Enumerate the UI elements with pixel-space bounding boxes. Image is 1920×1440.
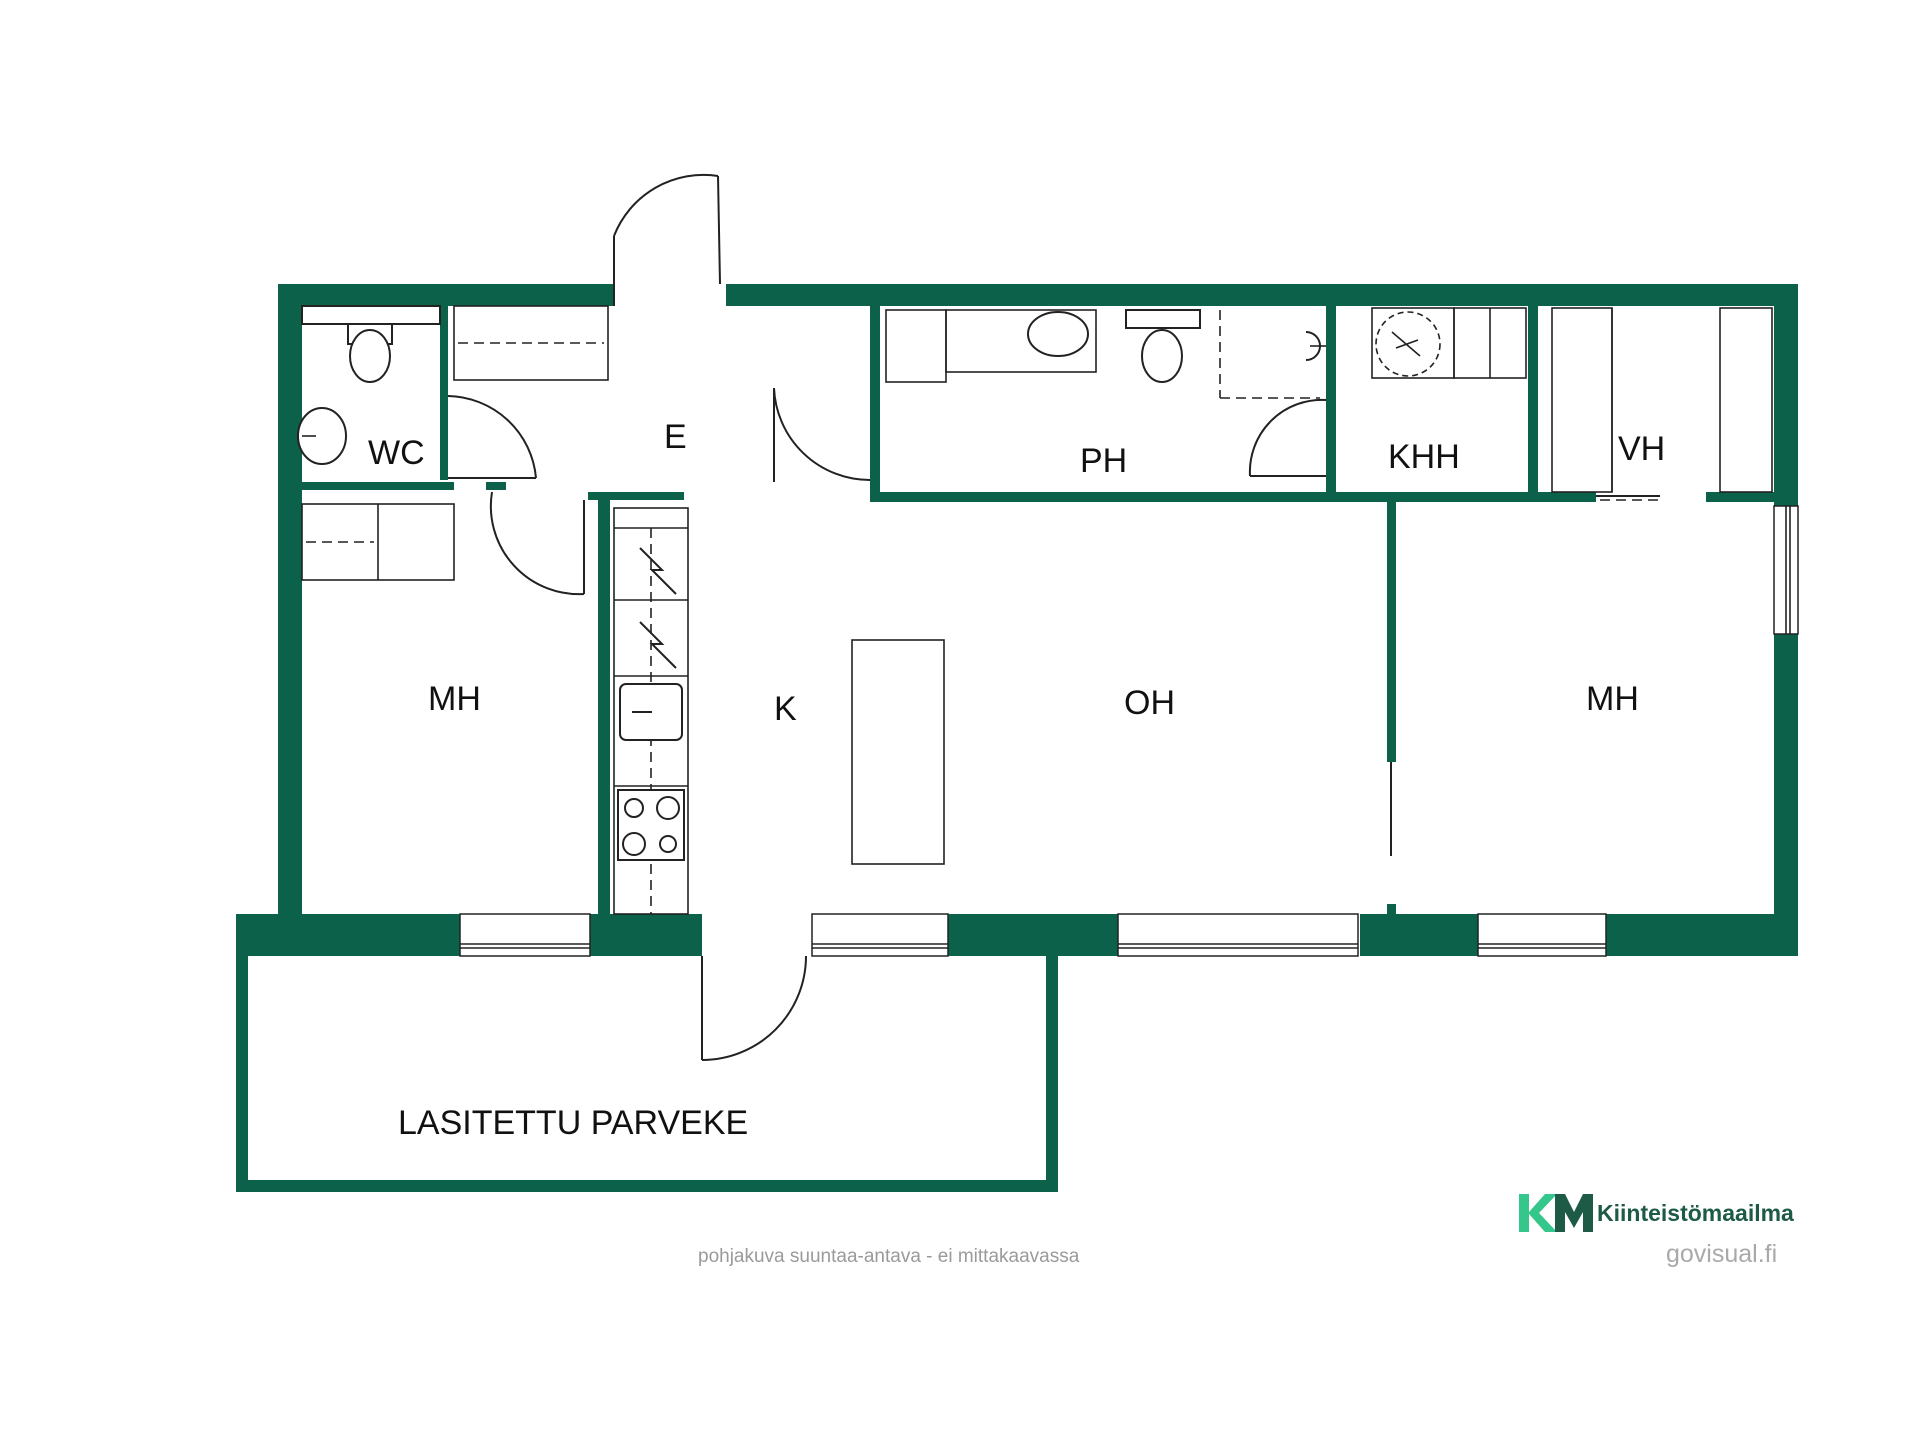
label-living: OH	[1124, 684, 1175, 722]
label-bathroom: PH	[1080, 442, 1127, 480]
label-bedroom-left: MH	[428, 680, 481, 718]
windows	[459, 505, 1799, 957]
fixtures	[297, 305, 1773, 915]
label-wc: WC	[368, 434, 425, 472]
label-bedroom-right: MH	[1586, 680, 1639, 718]
label-entrance: E	[664, 418, 687, 456]
label-kitchen: K	[774, 690, 797, 728]
doors	[447, 173, 1660, 1061]
disclaimer-note: pohjakuva suuntaa-antava - ei mittakaava…	[698, 1246, 1080, 1267]
label-utility: KHH	[1388, 438, 1460, 476]
label-wardrobe: VH	[1618, 430, 1665, 468]
label-balcony: LASITETTU PARVEKE	[398, 1104, 748, 1142]
brand-name: Kiinteistömaailma	[1597, 1199, 1794, 1226]
credit-link[interactable]: govisual.fi	[1666, 1240, 1778, 1268]
brand: Kiinteistömaailma	[1515, 1190, 1794, 1236]
walls	[236, 284, 1798, 1192]
room-labels: WC E PH KHH VH MH K OH MH LASITETTU PARV…	[368, 418, 1665, 1142]
km-logo-icon	[1519, 1194, 1593, 1232]
